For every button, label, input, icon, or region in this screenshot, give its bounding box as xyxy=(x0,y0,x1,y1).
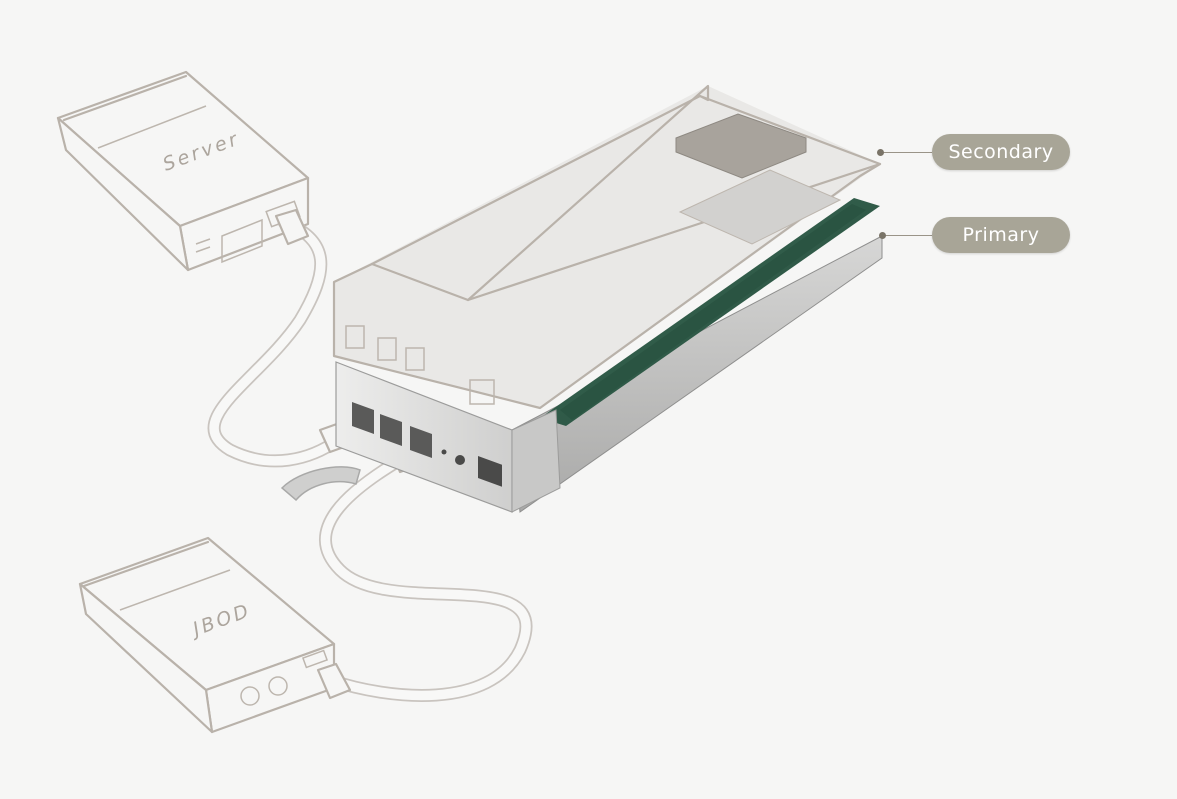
controller-module xyxy=(332,84,883,513)
server-device: Server xyxy=(56,70,310,272)
secondary-leader-dot xyxy=(877,149,884,156)
primary-callout: Primary xyxy=(932,217,1070,253)
sas-cables xyxy=(207,208,533,702)
secondary-callout: Secondary xyxy=(932,134,1070,170)
primary-leader-line xyxy=(884,235,932,236)
primary-leader-dot xyxy=(879,232,886,239)
jbod-device: JBOD xyxy=(78,536,336,734)
secondary-leader-line xyxy=(882,152,932,153)
port-group xyxy=(352,402,502,487)
